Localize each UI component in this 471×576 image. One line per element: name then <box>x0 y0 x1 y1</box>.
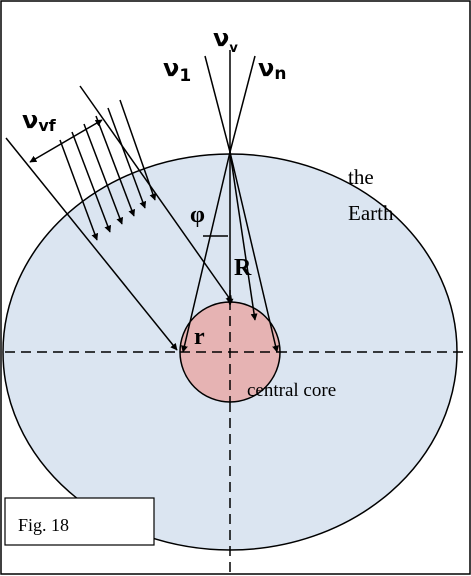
phi-label: φ <box>190 202 205 228</box>
nu-1-ray-to-core <box>181 151 231 353</box>
r-label: r <box>194 324 205 350</box>
nu-n-label: νn <box>258 54 286 84</box>
central-core-label: central core <box>247 380 336 401</box>
figure-caption-box <box>4 497 155 546</box>
R-ray <box>229 151 258 321</box>
figure-caption: Fig. 18 <box>18 515 69 535</box>
nu-v-label: νv <box>213 24 238 56</box>
nu-n-line <box>229 55 256 153</box>
nu-vf-label: νvf <box>22 106 57 135</box>
nu-n-ray-to-core <box>229 151 279 353</box>
earth-label-line1: the <box>348 165 374 189</box>
nu-1-line <box>204 55 231 153</box>
earth-label-line2: Earth <box>348 201 394 225</box>
nu-vf-width-arrow <box>29 119 103 163</box>
R-label: R <box>234 255 252 281</box>
nu-1-label: ν1 <box>163 54 191 86</box>
